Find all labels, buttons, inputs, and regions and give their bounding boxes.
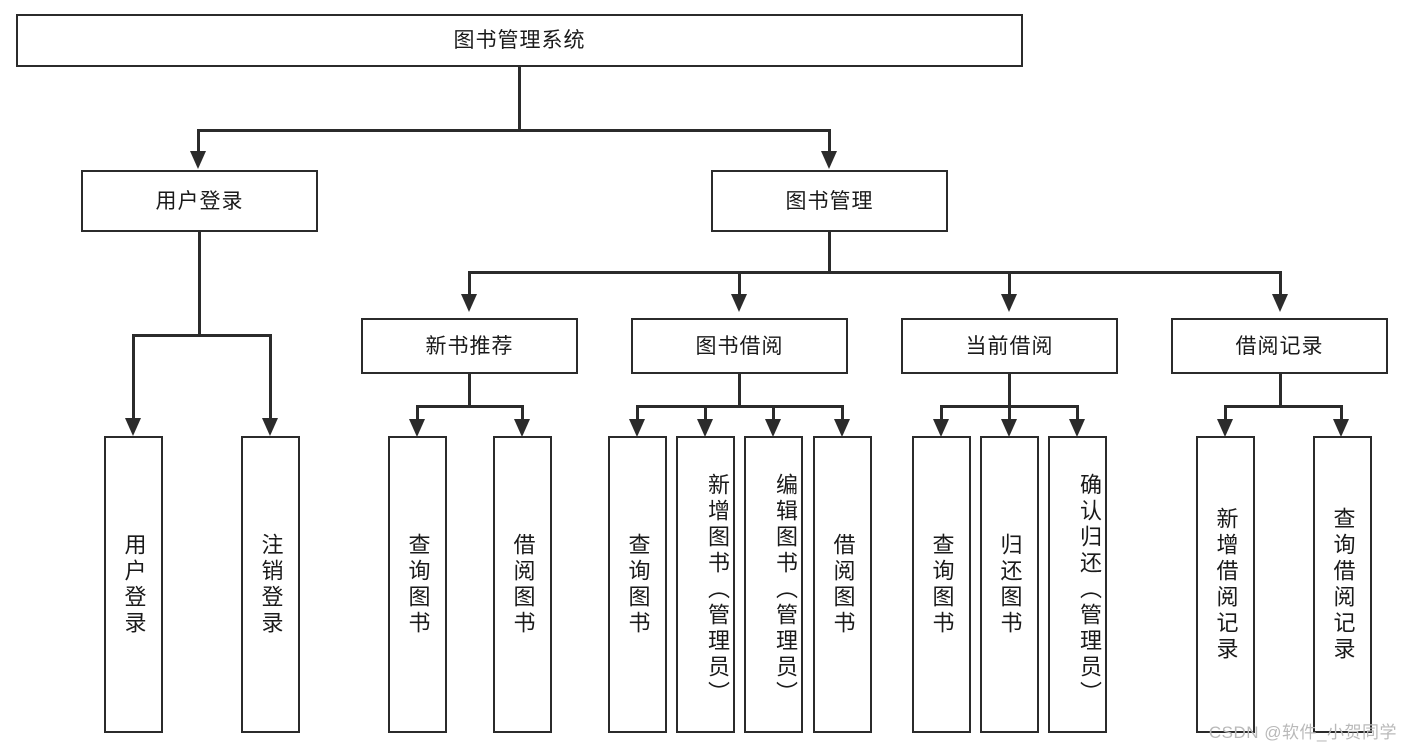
leaf-user-login-login[interactable]: 用户登录 <box>104 436 163 733</box>
edge-user-login-to-leaf-2 <box>269 334 272 422</box>
edge-book-management-stem <box>828 232 831 273</box>
node-book-borrow[interactable]: 图书借阅 <box>631 318 848 374</box>
leaf-user-login-logout[interactable]: 注销登录 <box>241 436 300 733</box>
leaf-book-borrow-edit-book-admin[interactable]: 编辑图书（管理员） <box>744 436 803 733</box>
leaf-current-borrow-return-book[interactable]: 归还图书 <box>980 436 1039 733</box>
arrow-root-to-book-management <box>821 151 837 169</box>
leaf-book-borrow-add-book-admin[interactable]: 新增图书（管理员） <box>676 436 735 733</box>
arrow-bb-to-leaf-4 <box>834 419 850 437</box>
edge-new-book-to-leaf-2 <box>521 405 524 423</box>
arrow-br-to-leaf-1 <box>1217 419 1233 437</box>
node-book-management[interactable]: 图书管理 <box>711 170 948 232</box>
edge-cb-to-leaf-1 <box>940 405 943 423</box>
leaf-current-borrow-query-book[interactable]: 查询图书 <box>912 436 971 733</box>
leaf-book-borrow-borrow-book[interactable]: 借阅图书 <box>813 436 872 733</box>
arrow-bm-to-borrow-record <box>1272 294 1288 312</box>
edge-bb-to-leaf-3 <box>772 405 775 423</box>
edge-bm-to-new-book <box>468 271 471 298</box>
arrow-bm-to-new-book <box>461 294 477 312</box>
leaf-borrow-record-query-record[interactable]: 查询借阅记录 <box>1313 436 1372 733</box>
leaf-current-borrow-confirm-return-admin[interactable]: 确认归还（管理员） <box>1048 436 1107 733</box>
edge-bm-to-book-borrow <box>738 271 741 298</box>
edge-bb-to-leaf-1 <box>636 405 639 423</box>
edge-root-to-book-management <box>828 129 831 153</box>
arrow-bm-to-current-borrow <box>1001 294 1017 312</box>
edge-root-bus <box>197 129 831 132</box>
arrow-bb-to-leaf-3 <box>765 419 781 437</box>
node-current-borrow[interactable]: 当前借阅 <box>901 318 1118 374</box>
leaf-new-book-borrow-book[interactable]: 借阅图书 <box>493 436 552 733</box>
node-root-book-management-system[interactable]: 图书管理系统 <box>16 14 1023 67</box>
edge-book-borrow-bus <box>636 405 844 408</box>
edge-new-book-stem <box>468 374 471 408</box>
edge-new-book-to-leaf-1 <box>416 405 419 423</box>
edge-book-borrow-stem <box>738 374 741 408</box>
edge-borrow-record-bus <box>1224 405 1342 408</box>
node-borrow-record[interactable]: 借阅记录 <box>1171 318 1388 374</box>
edge-current-borrow-stem <box>1008 374 1011 408</box>
edge-root-to-user-login <box>197 129 200 153</box>
arrow-root-to-user-login <box>190 151 206 169</box>
edge-bb-to-leaf-4 <box>841 405 844 423</box>
edge-new-book-bus <box>416 405 524 408</box>
arrow-user-login-to-leaf-1 <box>125 418 141 436</box>
arrow-bb-to-leaf-2 <box>697 419 713 437</box>
leaf-borrow-record-add-record[interactable]: 新增借阅记录 <box>1196 436 1255 733</box>
edge-bm-to-borrow-record <box>1279 271 1282 298</box>
arrow-cb-to-leaf-1 <box>933 419 949 437</box>
arrow-cb-to-leaf-2 <box>1001 419 1017 437</box>
edge-cb-to-leaf-3 <box>1076 405 1079 423</box>
edge-cb-to-leaf-2 <box>1008 405 1011 423</box>
arrow-br-to-leaf-2 <box>1333 419 1349 437</box>
arrow-user-login-to-leaf-2 <box>262 418 278 436</box>
arrow-new-book-to-leaf-2 <box>514 419 530 437</box>
edge-br-to-leaf-2 <box>1340 405 1343 423</box>
node-new-book-recommend[interactable]: 新书推荐 <box>361 318 578 374</box>
edge-root-stem <box>518 67 521 129</box>
edge-borrow-record-stem <box>1279 374 1282 408</box>
edge-user-login-stem <box>198 232 201 336</box>
leaf-new-book-query-book[interactable]: 查询图书 <box>388 436 447 733</box>
csdn-watermark: CSDN @软件_小贺同学 <box>1208 723 1397 742</box>
edge-book-management-bus <box>468 271 1282 274</box>
edge-br-to-leaf-1 <box>1224 405 1227 423</box>
arrow-cb-to-leaf-3 <box>1069 419 1085 437</box>
edge-bb-to-leaf-2 <box>704 405 707 423</box>
arrow-new-book-to-leaf-1 <box>409 419 425 437</box>
arrow-bm-to-book-borrow <box>731 294 747 312</box>
node-user-login[interactable]: 用户登录 <box>81 170 318 232</box>
edge-user-login-bus <box>132 334 271 337</box>
leaf-book-borrow-query-book[interactable]: 查询图书 <box>608 436 667 733</box>
arrow-bb-to-leaf-1 <box>629 419 645 437</box>
edge-user-login-to-leaf-1 <box>132 334 135 422</box>
edge-bm-to-current-borrow <box>1008 271 1011 298</box>
